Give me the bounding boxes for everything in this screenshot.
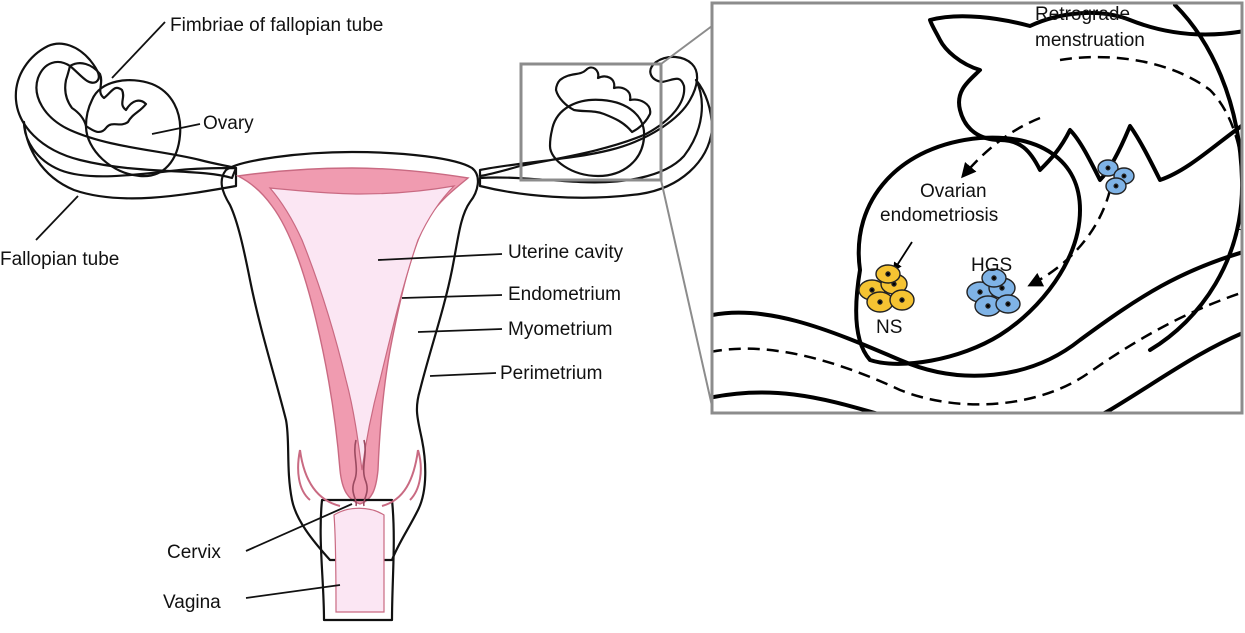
zoom-box (519, 62, 663, 182)
vagina (319, 498, 395, 622)
uterus-anatomy (14, 42, 714, 622)
inset-tube-lumen (712, 291, 1242, 406)
label-endometrium: Endometrium (508, 284, 621, 305)
inset-ovary (854, 135, 1082, 366)
left-fallopian-tube (14, 42, 238, 180)
retrograde-path (961, 116, 1041, 179)
label-myometrium: Myometrium (508, 319, 613, 340)
cervix (297, 449, 422, 507)
ns-cells (858, 264, 915, 313)
uterine-cavity (268, 185, 456, 471)
uterus-perimetrium (220, 150, 479, 562)
label-fimbriae: Fimbriae of fallopian tube (170, 15, 383, 36)
label-ovarian-1: Ovarian (920, 181, 987, 202)
vagina-inner (333, 507, 385, 613)
leader-lines-left (35, 21, 503, 599)
hgs-cells (966, 268, 1021, 317)
inset-fallopian-tube (712, 250, 1242, 413)
label-perimetrium: Perimetrium (500, 363, 602, 384)
inset-panel: Retrograde menstruation Ovarian endometr… (710, 1, 1244, 415)
label-retrograde-1: Retrograde (1035, 4, 1130, 25)
label-hgs: HGS (971, 255, 1012, 276)
hgs-cells-tube (1097, 159, 1135, 195)
right-ovary (548, 98, 646, 178)
zoom-callout (519, 25, 713, 407)
hgs-path (1027, 189, 1112, 287)
left-fimbriae (64, 62, 148, 134)
label-uterine-cavity: Uterine cavity (508, 242, 624, 263)
label-cervix: Cervix (167, 542, 221, 563)
right-fimbriae (554, 66, 652, 134)
ovarian-arrow (893, 241, 913, 272)
label-fallopian-tube: Fallopian tube (0, 249, 119, 270)
label-vagina: Vagina (163, 592, 221, 613)
label-ovary: Ovary (203, 113, 254, 134)
inset-frame (710, 1, 1244, 415)
label-retrograde-2: menstruation (1035, 30, 1145, 51)
right-fallopian-tube (478, 55, 699, 178)
label-ovarian-2: endometriosis (880, 205, 998, 226)
label-ns: NS (876, 317, 902, 338)
